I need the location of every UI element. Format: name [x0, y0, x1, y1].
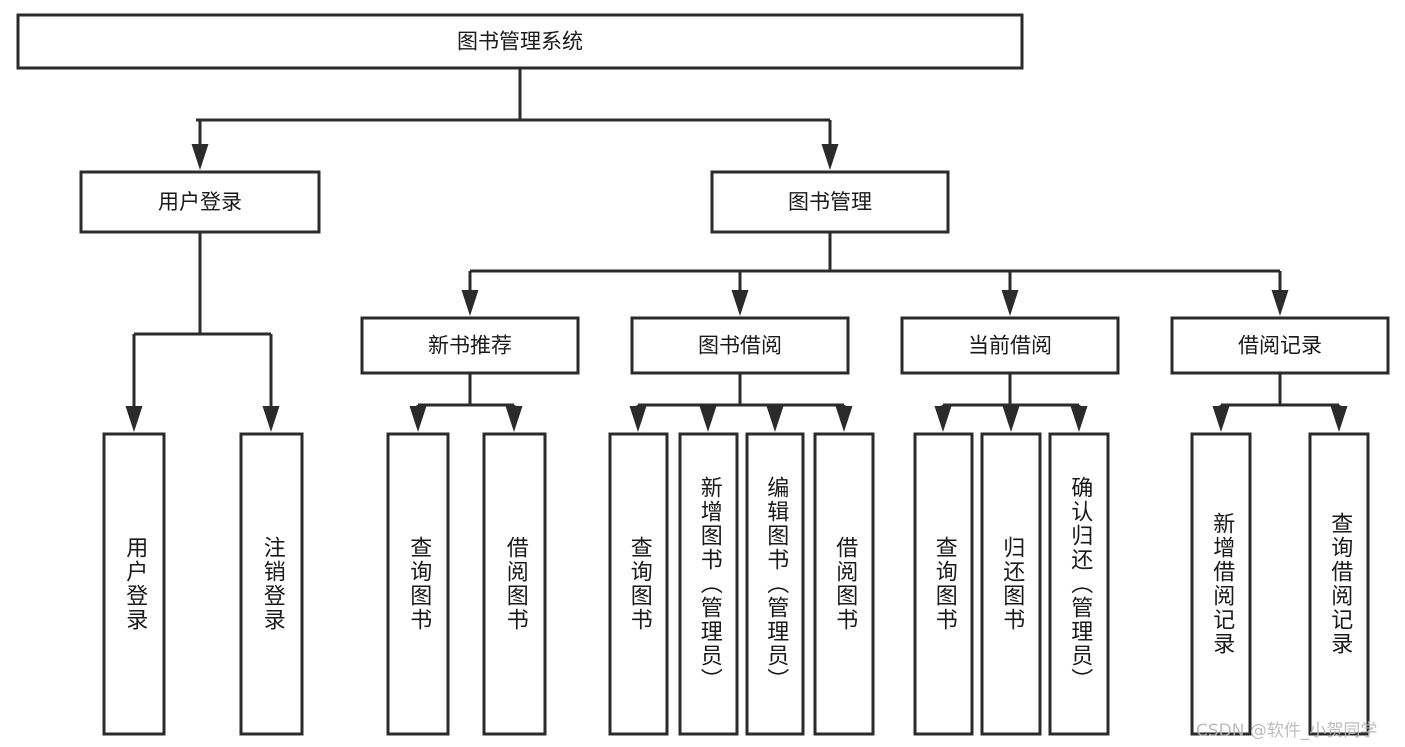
node-box-root[interactable] — [16, 13, 1024, 70]
connector-bus-user-login — [125, 232, 280, 432]
arrow-head-icon — [262, 406, 280, 432]
connector-bus-current-borrow — [934, 373, 1088, 432]
arrow-head-icon — [505, 406, 523, 432]
csdn-watermark: CSDN @软件_小贺同学 — [1196, 721, 1378, 741]
node-box-layer — [16, 13, 1390, 736]
node-box-leaf-user-logout[interactable] — [239, 432, 304, 736]
arrow-head-icon — [125, 406, 143, 432]
node-box-leaf-borrow-book[interactable] — [813, 432, 875, 736]
node-box-leaf-return-book[interactable] — [980, 432, 1042, 736]
arrow-head-icon — [699, 406, 717, 432]
node-box-leaf-add-book[interactable] — [678, 432, 739, 736]
connector-layer — [125, 68, 1348, 432]
node-box-book-borrow[interactable] — [630, 316, 850, 375]
arrow-head-icon — [409, 406, 427, 432]
node-box-leaf-query-book-current[interactable] — [913, 432, 974, 736]
arrow-head-icon — [191, 144, 209, 170]
arrow-head-icon — [1330, 406, 1348, 432]
node-label-borrow-record: 借阅记录 — [1238, 334, 1322, 358]
node-box-user-login[interactable] — [79, 170, 321, 234]
node-label-new-book-rec: 新书推荐 — [428, 334, 512, 358]
arrow-head-icon — [766, 406, 784, 432]
node-label-root: 图书管理系统 — [457, 30, 583, 54]
node-box-current-borrow[interactable] — [900, 316, 1120, 375]
arrow-head-icon — [835, 406, 853, 432]
node-box-leaf-borrow-book-rec[interactable] — [482, 432, 547, 736]
connector-bus-book-borrow — [629, 373, 853, 432]
connector-bus-root — [191, 68, 839, 170]
node-box-leaf-add-borrow-record[interactable] — [1190, 432, 1252, 736]
arrow-head-icon — [1212, 406, 1230, 432]
arrow-head-icon — [1271, 290, 1289, 316]
node-box-leaf-confirm-return[interactable] — [1048, 432, 1110, 736]
node-box-leaf-query-borrow-record[interactable] — [1308, 432, 1370, 736]
arrow-head-icon — [1070, 406, 1088, 432]
node-box-new-book-rec[interactable] — [360, 316, 580, 375]
arrow-head-icon — [731, 290, 749, 316]
node-box-borrow-record[interactable] — [1170, 316, 1390, 375]
node-box-book-manage[interactable] — [710, 170, 950, 234]
connector-bus-book-manage — [461, 232, 1289, 316]
node-box-leaf-query-book-rec[interactable] — [386, 432, 450, 736]
node-box-leaf-query-book-borrow[interactable] — [608, 432, 669, 736]
arrow-head-icon — [461, 290, 479, 316]
arrow-head-icon — [1001, 290, 1019, 316]
connector-bus-borrow-record — [1212, 373, 1348, 432]
arrow-head-icon — [1002, 406, 1020, 432]
arrow-head-icon — [934, 406, 952, 432]
connector-bus-new-book-rec — [409, 373, 523, 432]
node-label-current-borrow: 当前借阅 — [968, 334, 1052, 358]
arrow-head-icon — [629, 406, 647, 432]
arrow-head-icon — [821, 144, 839, 170]
node-label-user-login: 用户登录 — [158, 190, 242, 214]
node-box-leaf-edit-book[interactable] — [745, 432, 805, 736]
node-label-book-borrow: 图书借阅 — [698, 334, 782, 358]
node-box-leaf-user-login[interactable] — [102, 432, 166, 736]
node-label-book-manage: 图书管理 — [788, 190, 872, 214]
